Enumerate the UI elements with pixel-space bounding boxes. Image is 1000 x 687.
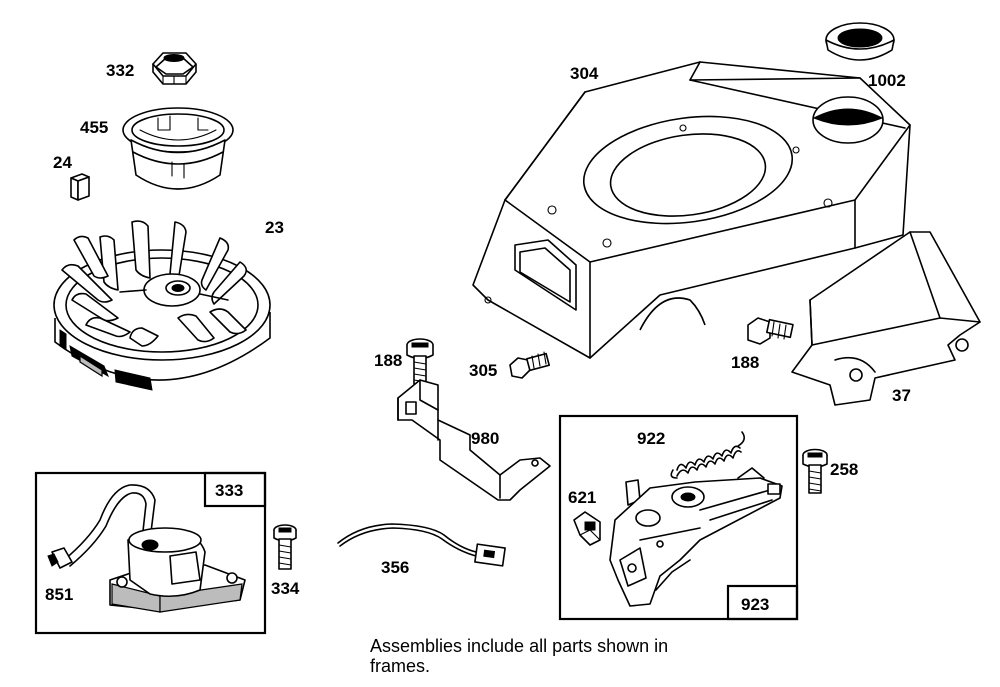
label-333: 333 xyxy=(215,481,243,500)
assembly-note-line-2: frames. xyxy=(370,656,430,676)
part-23-flywheel xyxy=(53,220,271,391)
part-455-starter-cup xyxy=(122,107,234,190)
label-23: 23 xyxy=(265,218,284,237)
governor-control-plate xyxy=(609,467,783,607)
part-356-ground-wire xyxy=(337,523,506,567)
part-304-blower-housing xyxy=(472,61,911,359)
label-332: 332 xyxy=(106,61,134,80)
part-24-flywheel-key xyxy=(70,173,90,201)
part-37-bracket xyxy=(791,231,981,406)
label-24: 24 xyxy=(53,153,72,172)
part-851-spark-plug-lead xyxy=(47,484,156,569)
ignition-armature xyxy=(109,527,246,613)
label-305: 305 xyxy=(469,361,497,380)
part-621-governor-link xyxy=(573,479,641,546)
part-1002-grommet xyxy=(825,22,895,61)
label-922: 922 xyxy=(637,429,665,448)
part-980-control-bracket xyxy=(397,379,551,501)
label-304: 304 xyxy=(570,64,599,83)
label-334: 334 xyxy=(271,579,300,598)
label-356: 356 xyxy=(381,558,409,577)
label-37: 37 xyxy=(892,386,911,405)
part-258-screw xyxy=(802,448,828,494)
part-188-screw-left xyxy=(406,338,434,385)
label-188-right: 188 xyxy=(731,353,759,372)
frame-923-assembly xyxy=(558,414,799,621)
part-334-screw xyxy=(273,524,297,570)
label-980: 980 xyxy=(471,429,499,448)
part-188-screw-right xyxy=(747,317,794,345)
part-922-spring xyxy=(670,431,746,479)
assembly-note-line-1: Assemblies include all parts shown in xyxy=(370,636,668,656)
label-188-left: 188 xyxy=(374,351,402,370)
part-332-hex-nut xyxy=(152,52,197,85)
label-1002: 1002 xyxy=(868,71,906,90)
label-923: 923 xyxy=(741,595,769,614)
label-851: 851 xyxy=(45,585,73,604)
label-621: 621 xyxy=(568,488,596,507)
label-258: 258 xyxy=(830,460,858,479)
part-305-screw xyxy=(509,351,551,379)
frame-333-assembly xyxy=(34,471,267,635)
label-455: 455 xyxy=(80,118,108,137)
